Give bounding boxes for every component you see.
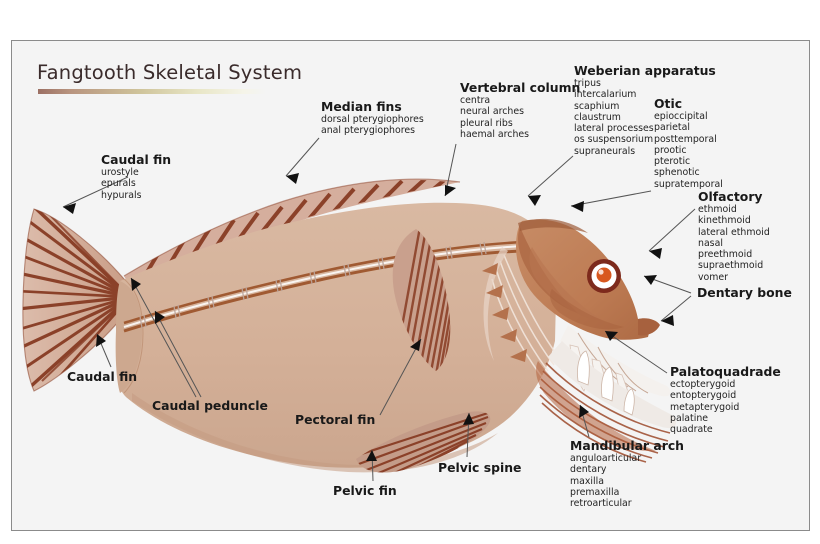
label-item: pterotic <box>654 156 691 167</box>
label-item: claustrum <box>574 111 621 123</box>
label-item: vomer <box>698 271 729 283</box>
label-dentary-bone: Dentary bone <box>697 286 792 300</box>
label-pelvic-fin: Pelvic fin <box>333 484 397 498</box>
label-heading: Weberian apparatus <box>574 63 716 78</box>
label-item: maxilla <box>570 475 604 487</box>
label-caudal-fin-bottom: Caudal fin <box>67 370 137 384</box>
label-heading: Olfactory <box>698 189 763 204</box>
label-item: palatine <box>670 412 709 424</box>
label-item: centra <box>460 95 491 106</box>
label-item: pleural ribs <box>460 117 513 129</box>
label-item: lateral processes <box>574 123 654 134</box>
leader-lines <box>62 137 696 482</box>
label-item: sphenotic <box>654 167 700 179</box>
label-mandibular-arch: Mandibular arch anguloarticular dentary … <box>570 438 684 510</box>
label-weberian-apparatus: Weberian apparatus tripus intercalarium … <box>574 64 716 157</box>
label-item: retroarticular <box>570 498 632 509</box>
label-item: lateral ethmoid <box>698 226 770 238</box>
label-caudal-fin-top: Caudal fin urostyle epurals hypurals <box>101 153 171 201</box>
label-heading: Caudal fin <box>67 369 138 384</box>
caudal-fin-shape <box>22 208 131 392</box>
label-item: dentary <box>570 464 607 476</box>
label-item: ectopterygoid <box>670 379 736 390</box>
label-median-fins: Median fins dorsal pterygiophores anal p… <box>321 100 424 137</box>
label-item: quadrate <box>670 424 713 435</box>
label-caudal-peduncle: Caudal peduncle <box>152 399 268 413</box>
label-item: preethmoid <box>698 249 753 260</box>
label-item: scaphium <box>574 100 620 112</box>
vertebral-column-shape <box>123 240 525 333</box>
label-item: urostyle <box>101 167 139 178</box>
label-pelvic-spine: Pelvic spine <box>438 461 521 475</box>
label-heading: Caudal peduncle <box>152 398 268 413</box>
label-item: haemal arches <box>460 128 530 140</box>
fish-body-shape <box>115 202 558 473</box>
label-item: nasal <box>698 237 723 249</box>
label-item: premaxilla <box>570 486 620 498</box>
label-item: anguloarticular <box>570 453 642 464</box>
label-heading: Caudal fin <box>101 152 172 167</box>
label-vertebral-column: Vertebral column centra neural arches pl… <box>460 81 580 140</box>
label-otic: Otic epioccipital parietal posttemporal … <box>654 97 723 190</box>
diagram-frame: Fangtooth Skeletal System <box>11 40 810 531</box>
pelvic-fin-shape <box>356 411 491 473</box>
label-item: epurals <box>101 178 136 190</box>
label-heading: Palatoquadrade <box>670 364 781 379</box>
label-item: epioccipital <box>654 111 708 122</box>
label-item: dorsal pterygiophores <box>321 114 424 125</box>
label-heading: Otic <box>654 96 683 111</box>
label-item: neural arches <box>460 106 524 118</box>
fish-skeleton-illustration <box>22 137 696 482</box>
label-item: supratemporal <box>654 178 723 190</box>
fish-eye <box>587 259 621 293</box>
label-item: metapterygoid <box>670 401 740 413</box>
label-heading: Pelvic spine <box>438 460 522 475</box>
label-item: prootic <box>654 144 687 156</box>
label-item: ethmoid <box>698 204 737 215</box>
title-underline-bar <box>38 89 266 94</box>
label-item: tripus <box>574 78 601 89</box>
label-heading: Median fins <box>321 99 402 114</box>
label-item: anal pterygiophores <box>321 125 416 137</box>
label-heading: Dentary bone <box>697 285 792 300</box>
label-pectoral-fin: Pectoral fin <box>295 413 375 427</box>
label-palatoquadrade: Palatoquadrade ectopterygoid entopterygo… <box>670 364 781 436</box>
label-heading: Vertebral column <box>460 80 581 95</box>
label-heading: Mandibular arch <box>570 438 684 453</box>
page-title: Fangtooth Skeletal System <box>37 61 303 84</box>
label-heading: Pelvic fin <box>333 483 397 498</box>
label-item: kinethmoid <box>698 215 751 227</box>
fish-head-shape <box>482 218 660 378</box>
label-item: supraethmoid <box>698 260 764 272</box>
label-item: intercalarium <box>574 89 637 101</box>
label-item: posttemporal <box>654 133 717 145</box>
label-item: supraneurals <box>574 145 636 157</box>
label-item: hypurals <box>101 189 142 201</box>
label-item: os suspensorium <box>574 134 654 146</box>
lower-jaw-mandible <box>536 341 677 463</box>
label-heading: Pectoral fin <box>295 412 376 427</box>
label-olfactory: Olfactory ethmoid kinethmoid lateral eth… <box>698 190 770 283</box>
label-item: parietal <box>654 122 690 134</box>
label-item: entopterygoid <box>670 390 737 402</box>
